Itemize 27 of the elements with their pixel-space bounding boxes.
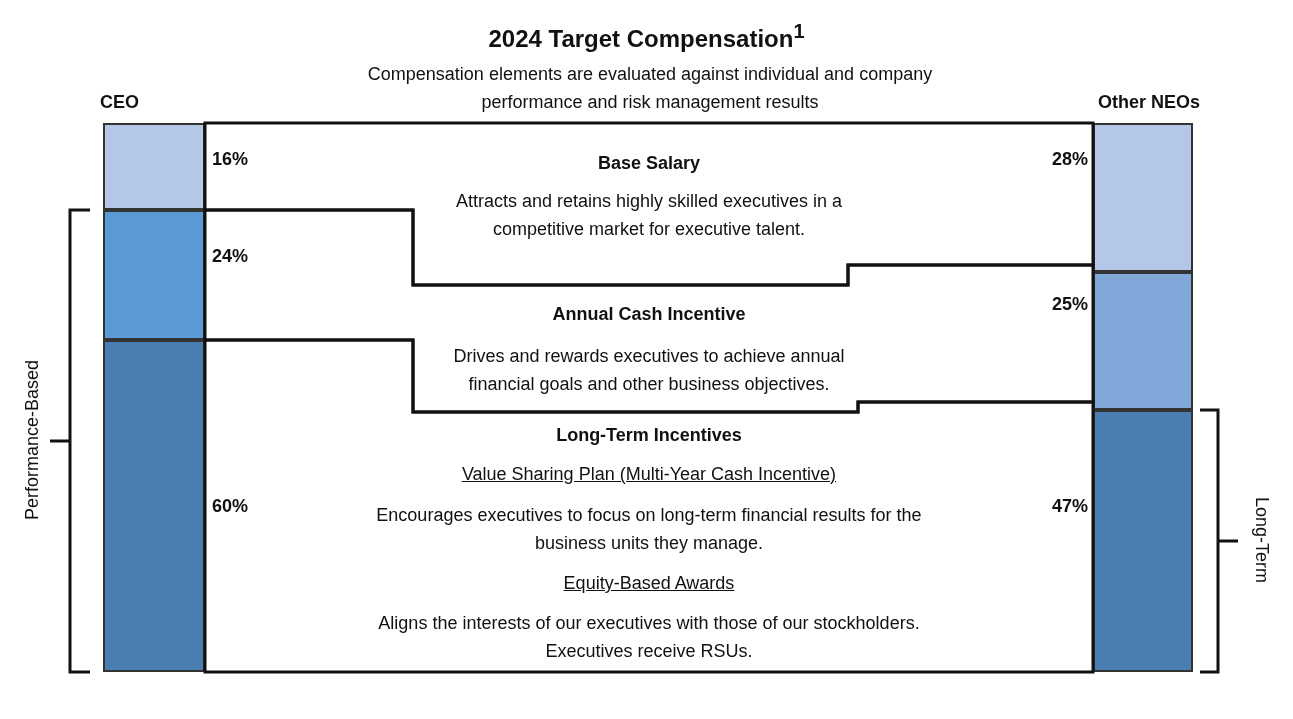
chart-title: 2024 Target Compensation$^{1}$ bbox=[487, 19, 806, 54]
column-label: Other NEOs bbox=[1096, 91, 1200, 114]
percentage-label: 60% bbox=[212, 495, 249, 518]
subsection-heading: Equity-Based Awards bbox=[562, 572, 736, 595]
percentage-label: 16% bbox=[212, 148, 249, 171]
description-text: Aligns the interests of our executives with those of our stockholders. Executives receive RSUs. bbox=[377, 612, 921, 663]
percentage-label: 25% bbox=[1051, 293, 1088, 316]
percentage-label: 24% bbox=[212, 245, 249, 268]
percentage-label: 47% bbox=[1051, 495, 1088, 518]
bar-segment bbox=[103, 210, 205, 340]
bracket-label: Performance-Based bbox=[21, 358, 43, 523]
column-label: CEO bbox=[100, 91, 140, 114]
bracket-label: Long-Term bbox=[1251, 495, 1273, 585]
section-heading: Base Salary bbox=[596, 152, 702, 175]
bar-segment bbox=[1093, 123, 1193, 272]
section-heading: Long-Term Incentives bbox=[555, 424, 743, 447]
description-text: Compensation elements are evaluated against individual and company performance and risk management results bbox=[366, 63, 934, 114]
description-text: Drives and rewards executives to achieve annual financial goals and other business objectives. bbox=[452, 345, 846, 396]
subsection-heading: Value Sharing Plan (Multi-Year Cash Incentive) bbox=[460, 463, 838, 486]
percentage-label: 28% bbox=[1051, 148, 1088, 171]
bar-segment bbox=[103, 340, 205, 672]
bar-segment bbox=[1093, 272, 1193, 410]
bar-segment bbox=[103, 123, 205, 210]
description-text: Attracts and retains highly skilled executives in a competitive market for executive talent. bbox=[454, 190, 844, 241]
bar-segment bbox=[1093, 410, 1193, 672]
section-heading: Annual Cash Incentive bbox=[551, 303, 747, 326]
description-text: Encourages executives to focus on long-term financial results for the business units they manage. bbox=[375, 504, 923, 555]
